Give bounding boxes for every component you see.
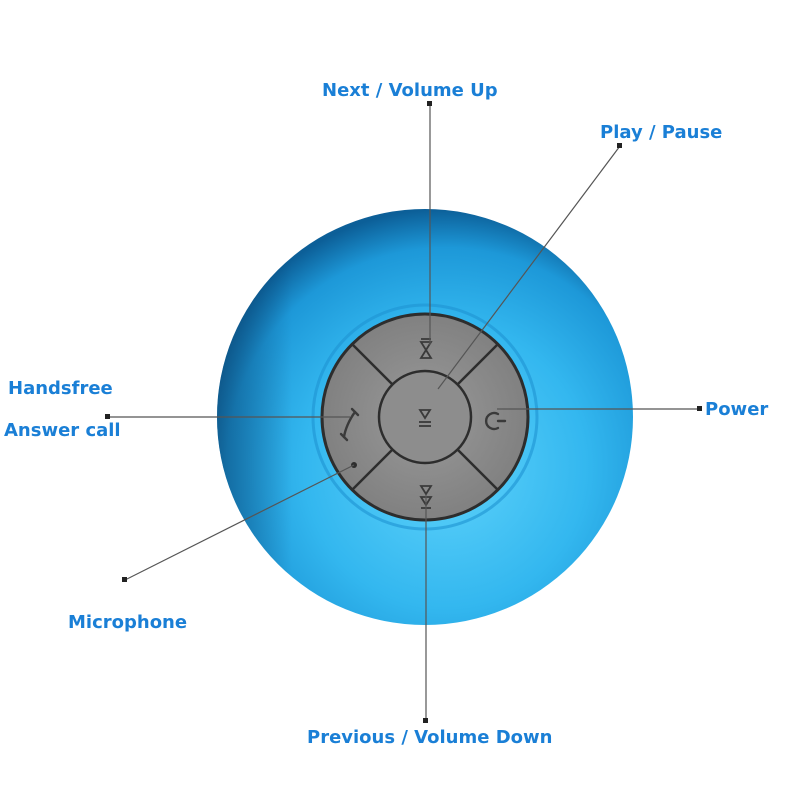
label-microphone: Microphone (68, 612, 187, 633)
leader-play (437, 145, 621, 390)
play-pause-icon (418, 409, 432, 427)
label-answer-call: Answer call (4, 420, 121, 441)
phone-icon[interactable] (339, 407, 360, 442)
leader-end-dots (105, 101, 702, 723)
label-power: Power (705, 399, 768, 420)
label-previous-volume-down: Previous / Volume Down (307, 727, 552, 748)
label-play-pause: Play / Pause (600, 122, 722, 143)
skip-up-icon[interactable] (419, 338, 433, 359)
leader-microphone (124, 464, 355, 581)
label-handsfree: Handsfree (8, 378, 113, 399)
leader-lines (108, 104, 700, 720)
label-next-volume-up: Next / Volume Up (322, 80, 498, 101)
power-icon[interactable] (485, 411, 507, 431)
